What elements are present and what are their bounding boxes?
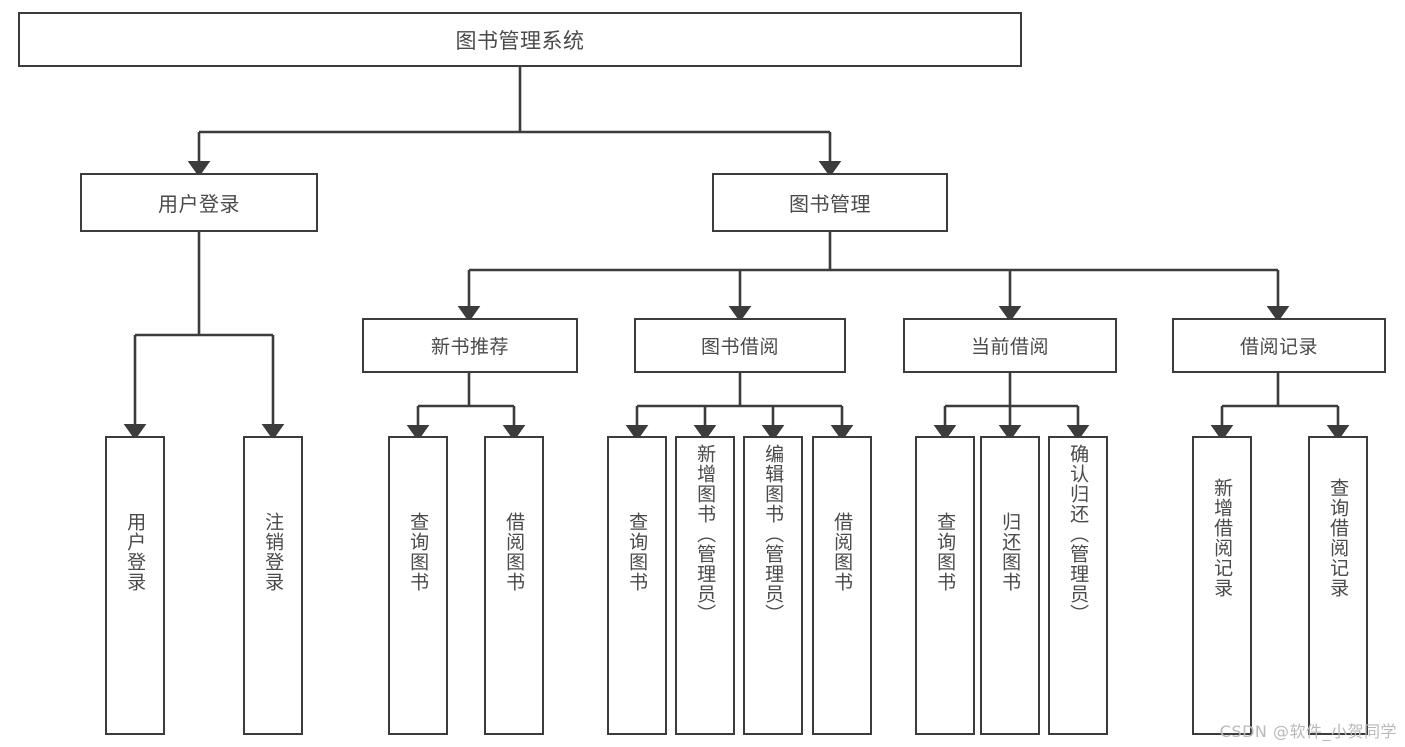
node-label: 用户登录 bbox=[124, 512, 147, 592]
node-new-book-recommend[interactable]: 新书推荐 bbox=[362, 318, 578, 373]
node-leaf-borrow-book-1[interactable]: 借阅图书 bbox=[484, 436, 544, 735]
node-label: 借阅图书 bbox=[503, 512, 526, 592]
node-label: 查询图书 bbox=[626, 512, 649, 592]
node-leaf-user-login[interactable]: 用户登录 bbox=[105, 436, 165, 735]
node-label: 新书推荐 bbox=[430, 336, 509, 358]
node-label: 编辑图书（管理员） bbox=[762, 444, 785, 624]
node-label: 当前借阅 bbox=[970, 336, 1049, 358]
node-leaf-user-logout[interactable]: 注销登录 bbox=[243, 436, 303, 735]
node-leaf-add-book-admin[interactable]: 新增图书（管理员） bbox=[675, 436, 735, 735]
node-borrow-record[interactable]: 借阅记录 bbox=[1172, 318, 1386, 373]
node-user-login[interactable]: 用户登录 bbox=[80, 173, 318, 232]
node-label: 查询图书 bbox=[407, 512, 430, 592]
node-label: 归还图书 bbox=[999, 512, 1022, 592]
node-label: 查询图书 bbox=[934, 512, 957, 592]
node-label: 图书管理系统 bbox=[455, 28, 585, 53]
node-book-manage[interactable]: 图书管理 bbox=[712, 173, 948, 232]
node-leaf-query-book-2[interactable]: 查询图书 bbox=[607, 436, 667, 735]
node-book-borrow[interactable]: 图书借阅 bbox=[634, 318, 846, 373]
node-leaf-query-book-3[interactable]: 查询图书 bbox=[915, 436, 975, 735]
node-leaf-return-book[interactable]: 归还图书 bbox=[980, 436, 1040, 735]
node-root-book-management-system[interactable]: 图书管理系统 bbox=[18, 12, 1022, 67]
node-leaf-confirm-return-admin[interactable]: 确认归还（管理员） bbox=[1048, 436, 1108, 735]
node-leaf-add-borrow-record[interactable]: 新增借阅记录 bbox=[1192, 436, 1252, 735]
node-current-borrow[interactable]: 当前借阅 bbox=[903, 318, 1117, 373]
node-leaf-edit-book-admin[interactable]: 编辑图书（管理员） bbox=[743, 436, 803, 735]
node-label: 注销登录 bbox=[262, 512, 285, 592]
node-label: 借阅图书 bbox=[831, 512, 854, 592]
node-label: 确认归还（管理员） bbox=[1067, 444, 1090, 624]
node-label: 查询借阅记录 bbox=[1327, 478, 1350, 598]
node-label: 图书借阅 bbox=[700, 336, 779, 358]
node-label: 新增图书（管理员） bbox=[694, 444, 717, 624]
node-leaf-borrow-book-2[interactable]: 借阅图书 bbox=[812, 436, 872, 735]
node-label: 新增借阅记录 bbox=[1211, 478, 1234, 598]
node-label: 图书管理 bbox=[789, 192, 871, 216]
node-leaf-query-book-1[interactable]: 查询图书 bbox=[388, 436, 448, 735]
watermark: CSDN @软件_小贺同学 bbox=[1219, 722, 1397, 741]
node-leaf-query-borrow-record[interactable]: 查询借阅记录 bbox=[1308, 436, 1368, 735]
node-label: 用户登录 bbox=[158, 192, 240, 216]
node-label: 借阅记录 bbox=[1239, 336, 1318, 358]
